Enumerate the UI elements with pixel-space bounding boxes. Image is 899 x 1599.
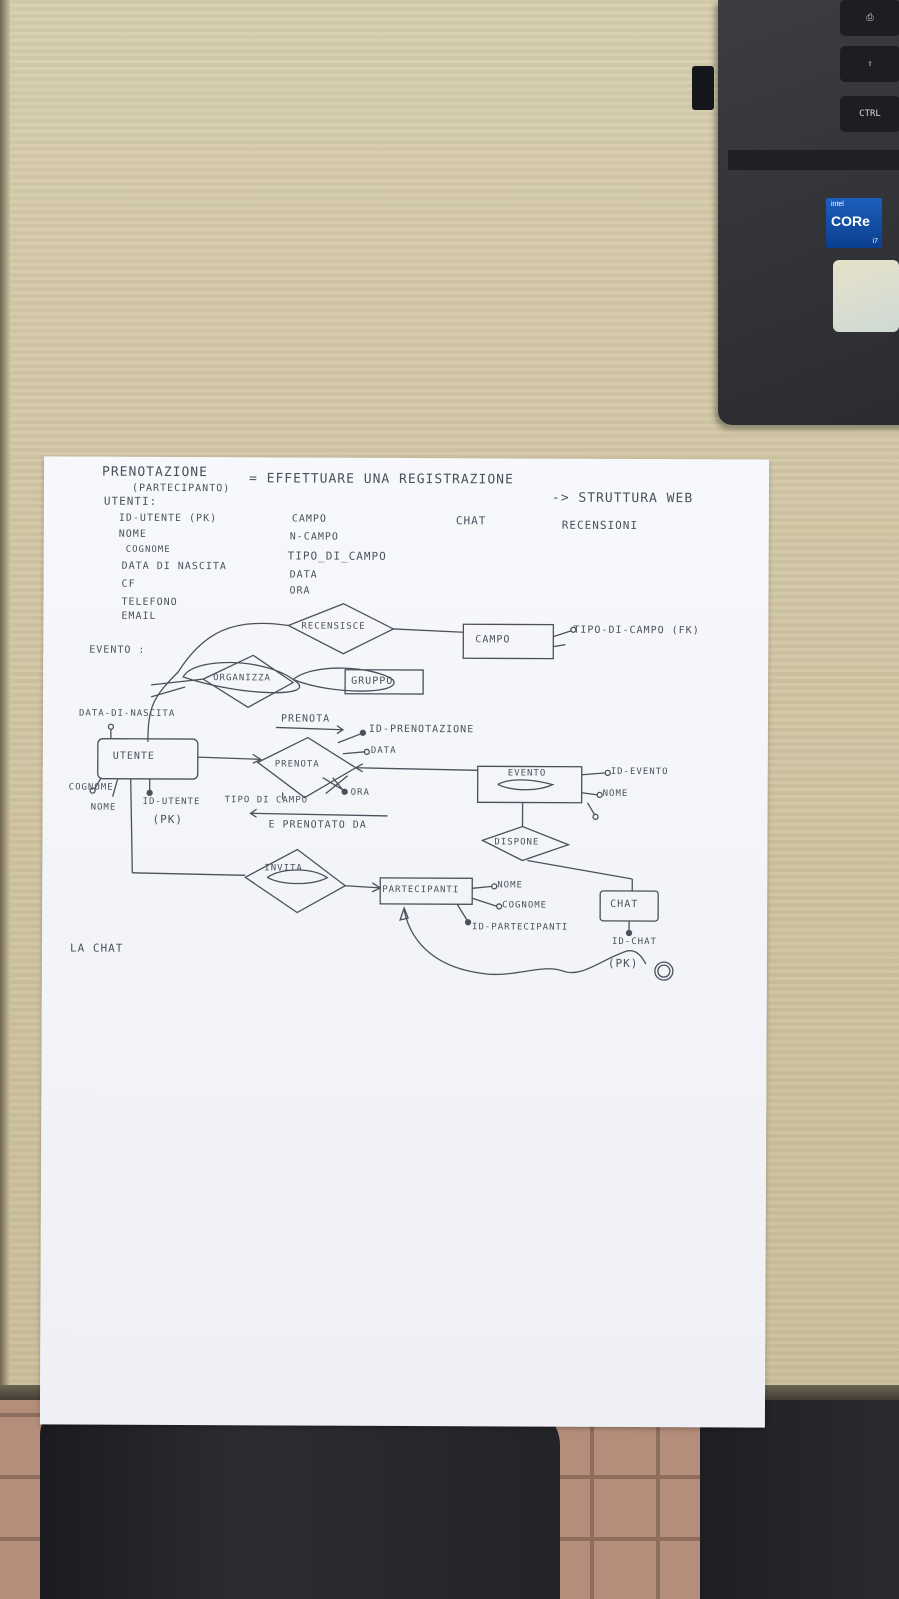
sheet-chat-note: CHAT bbox=[455, 514, 487, 528]
attr-tipo-di-campo: TIPO DI CAMPO bbox=[224, 795, 309, 806]
desk-edge bbox=[0, 0, 10, 1400]
entity-campo: CAMPO bbox=[475, 634, 511, 646]
attr-id-prenotazione: ID-PRENOTAZIONE bbox=[368, 723, 475, 736]
intel-model: CORe bbox=[831, 213, 870, 229]
intel-tier: i7 bbox=[872, 238, 878, 245]
laptop-key: ⎙ bbox=[840, 0, 899, 36]
key-label: ⎙ bbox=[866, 13, 874, 23]
utenti-item: TELEFONO bbox=[121, 596, 178, 609]
la-chat-note: LA CHAT bbox=[69, 941, 124, 955]
recensisce-diamond bbox=[286, 603, 395, 655]
relation-invita: INVITA bbox=[264, 863, 303, 874]
attr-id-utente: ID-UTENTE bbox=[142, 796, 201, 808]
laptop-hinge bbox=[728, 150, 899, 170]
relation-dispone: DISPONE bbox=[494, 837, 540, 848]
attr-nome-partecipanti: NOME bbox=[497, 880, 523, 891]
sheet-title: PRENOTAZIONE bbox=[102, 464, 209, 481]
dispone-diamond bbox=[480, 825, 571, 862]
er-diagram-drawing bbox=[89, 603, 674, 981]
utenti-item: CF bbox=[121, 578, 136, 590]
campo-item: N-CAMPO bbox=[289, 531, 339, 543]
attr-prenota-arrow: PRENOTA bbox=[280, 713, 331, 725]
entity-utente: UTENTE bbox=[112, 750, 155, 762]
attr-ora: ORA bbox=[350, 787, 370, 798]
attr-cognome: COGNOME bbox=[68, 782, 114, 793]
campo-item: DATA bbox=[289, 569, 318, 581]
utenti-heading: UTENTI: bbox=[103, 494, 158, 508]
laptop-key: CTRL bbox=[840, 96, 899, 132]
attr-id-partecipanti: ID-PARTECIPANTI bbox=[472, 922, 569, 933]
gruppo-box bbox=[344, 669, 424, 695]
attr-nome-evento: NOME bbox=[602, 788, 629, 799]
relation-organizza: ORGANIZZA bbox=[213, 673, 271, 684]
person-legs-right bbox=[700, 1400, 899, 1599]
laptop-key: ⇧ bbox=[840, 46, 899, 82]
laptop-port bbox=[692, 66, 714, 110]
key-label: ⇧ bbox=[867, 59, 873, 69]
invita-diamond bbox=[244, 848, 347, 914]
intel-brand: intel bbox=[831, 201, 844, 208]
sheet-title-sub: (PARTECIPANTO) bbox=[131, 482, 231, 495]
laptop-sticker bbox=[833, 260, 899, 332]
key-label: CTRL bbox=[859, 109, 881, 119]
attr-data-di-nascita: DATA-DI-NASCITA bbox=[78, 708, 176, 719]
utenti-item: DATA DI NASCITA bbox=[121, 560, 227, 573]
campo-item: ORA bbox=[289, 585, 311, 597]
utente-box bbox=[97, 738, 199, 780]
partecipanti-box bbox=[379, 877, 473, 905]
attr-cognome-partecipanti: COGNOME bbox=[502, 900, 548, 911]
campo-box bbox=[462, 623, 555, 660]
entity-partecipanti: PARTECIPANTI bbox=[382, 884, 460, 896]
attr-chat-pk: (PK) bbox=[607, 956, 639, 971]
evento-box bbox=[476, 765, 583, 804]
attr-id-chat: ID-CHAT bbox=[611, 936, 657, 948]
attr-data: DATA bbox=[370, 745, 397, 756]
entity-evento: EVENTO bbox=[507, 768, 547, 779]
utenti-item: NOME bbox=[118, 528, 147, 540]
attr-nome: NOME bbox=[90, 802, 117, 813]
utenti-item: ID-UTENTE (PK) bbox=[118, 512, 218, 525]
campo-item: TIPO_DI_CAMPO bbox=[287, 549, 387, 563]
utenti-item: EMAIL bbox=[121, 610, 157, 622]
paper-sheet: PRENOTAZIONE (PARTECIPANTO) = EFFETTUARE… bbox=[39, 456, 770, 1428]
attr-id-evento: ID-EVENTO bbox=[610, 766, 669, 778]
attr-e-prenotato-da: E PRENOTATO DA bbox=[268, 819, 367, 831]
relation-prenota: PRENOTA bbox=[274, 759, 320, 770]
sheet-arrow-note: -> STRUTTURA WEB bbox=[551, 490, 694, 507]
relation-recensisce: RECENSISCE bbox=[301, 621, 366, 632]
sheet-equation: = EFFETTUARE UNA REGISTRAZIONE bbox=[248, 471, 514, 488]
campo-item: CAMPO bbox=[291, 513, 327, 525]
entity-gruppo: GRUPPO bbox=[351, 675, 394, 687]
entity-chat: CHAT bbox=[610, 898, 639, 911]
person-legs bbox=[40, 1405, 560, 1599]
attr-tipo-di-campo-fk: TIPO-DI-CAMPO (FK) bbox=[573, 624, 700, 637]
intel-badge: intel CORe i7 bbox=[826, 198, 882, 248]
sheet-recensioni-note: RECENSIONI bbox=[561, 518, 639, 533]
attr-pk: (PK) bbox=[152, 812, 184, 827]
evento-label: EVENTO : bbox=[89, 644, 146, 656]
utenti-item: COGNOME bbox=[125, 544, 171, 555]
